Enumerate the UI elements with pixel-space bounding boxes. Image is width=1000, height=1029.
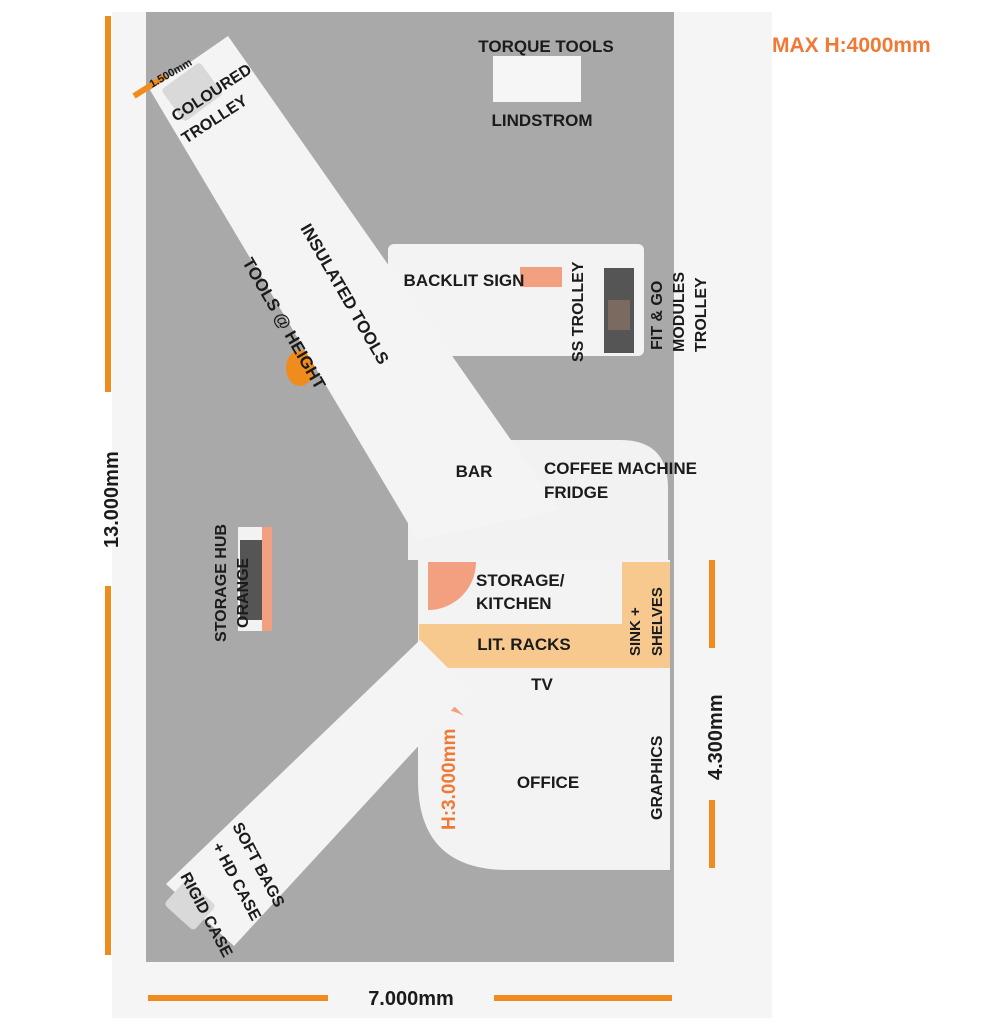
lit-racks-label: LIT. RACKS	[477, 635, 571, 654]
coloured-trolley-unit	[162, 63, 222, 121]
rigid-case-unit	[165, 880, 215, 930]
backlit-sign-panel	[520, 267, 562, 287]
fit-go-label-3: TROLLEY	[693, 277, 710, 352]
fit-go-label-2: MODULES	[671, 272, 688, 352]
storage-hub-accent	[262, 527, 272, 631]
backlit-sign-wall	[388, 244, 644, 356]
insulated-tools-arm	[150, 36, 560, 540]
lindstrom-label: LINDSTROM	[491, 111, 592, 130]
office-depth-label: 4.300mm	[705, 694, 727, 780]
torque-tools-label: TORQUE TOOLS	[478, 37, 613, 56]
torque-tools-box	[493, 56, 581, 102]
sink-label-2: SHELVES	[649, 587, 666, 656]
storage-hub-label: STORAGE HUB	[213, 524, 230, 642]
fridge-label: FRIDGE	[544, 483, 608, 502]
total-depth-label: 13.000mm	[101, 451, 123, 548]
tv-label: TV	[531, 675, 553, 694]
coffee-machine-label: COFFEE MACHINE	[544, 459, 697, 478]
orange-label: ORANGE	[235, 557, 252, 628]
storage-kitchen-label-1: STORAGE/	[476, 571, 565, 590]
storage-door-swing	[428, 562, 476, 610]
max-height-label: MAX H:4000mm	[772, 34, 931, 57]
fit-go-label-1: FIT & GO	[649, 281, 666, 350]
backlit-sign-label: BACKLIT SIGN	[404, 271, 525, 290]
office-height-label: H:3.000mm	[439, 729, 460, 830]
bar-label: BAR	[456, 462, 493, 481]
sink-label-1: SINK +	[627, 607, 644, 656]
dimension-lines	[105, 16, 715, 1001]
sink-shelves-bar	[622, 562, 670, 668]
fit-go-trolley-shelf	[608, 300, 630, 330]
trolley-dim-line	[132, 73, 168, 99]
tools-at-height-unit	[286, 350, 314, 386]
total-width-label: 7.000mm	[368, 988, 454, 1010]
ss-trolley-label: SS TROLLEY	[570, 261, 587, 362]
storage-kitchen-label-2: KITCHEN	[476, 594, 552, 613]
graphics-label: GRAPHICS	[649, 735, 666, 820]
storage-hub-shelf	[240, 540, 262, 620]
soft-bags-arm	[166, 640, 470, 946]
office-label: OFFICE	[517, 773, 579, 792]
